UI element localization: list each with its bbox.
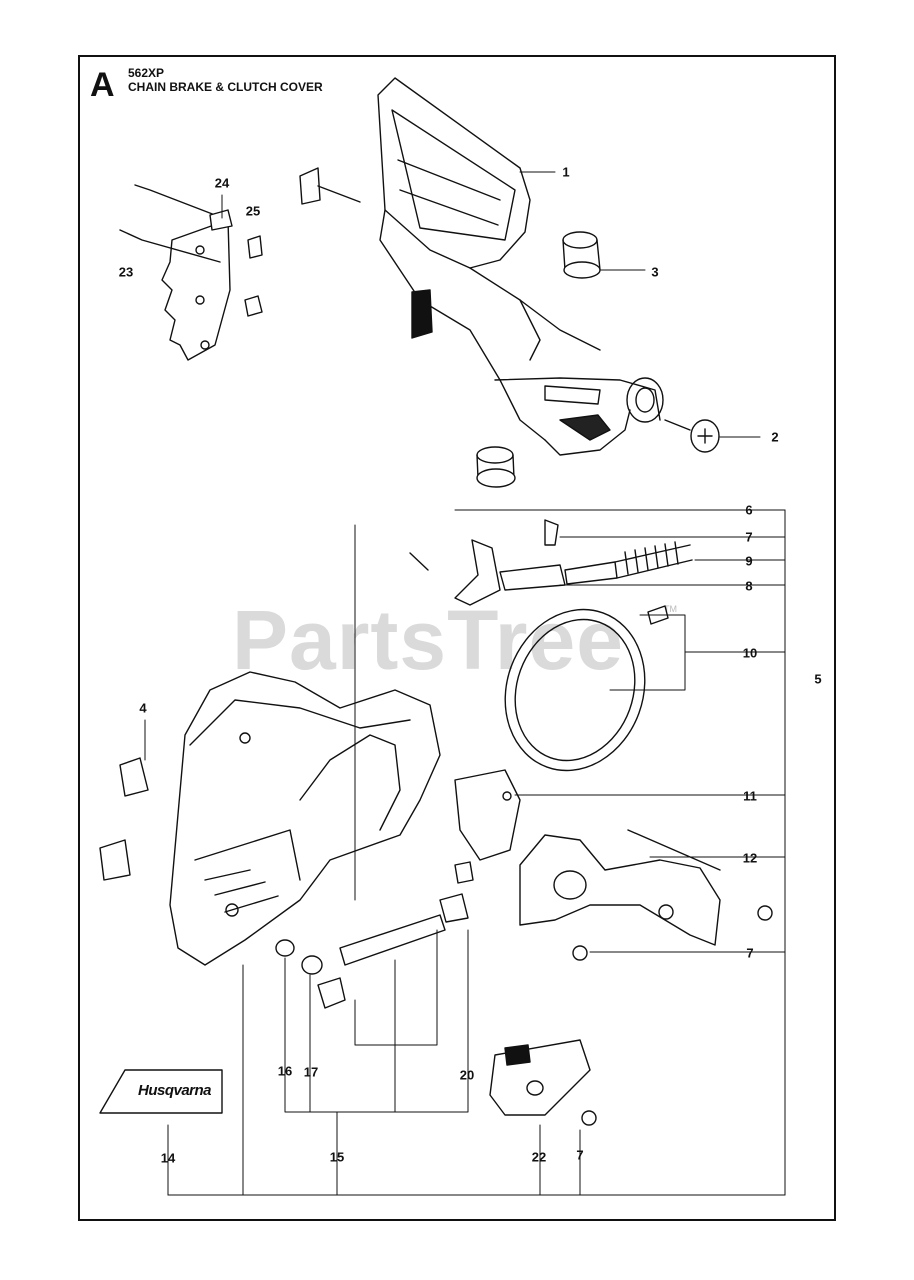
part-bushing-lower: [476, 446, 516, 488]
callout-8[interactable]: 8: [745, 578, 753, 594]
watermark: PartsTree: [232, 593, 624, 687]
part-1-hand-guard: [299, 77, 664, 456]
callout-2[interactable]: 2: [771, 429, 779, 445]
part-14-decal-outline: [99, 1069, 223, 1114]
diagram-frame: [78, 55, 836, 1221]
leader-lines: [144, 171, 786, 1196]
callout-22[interactable]: 22: [531, 1149, 547, 1165]
part-7-screws: [572, 904, 773, 1126]
callout-7-top[interactable]: 7: [745, 529, 753, 545]
callout-3[interactable]: 3: [651, 264, 659, 280]
husqvarna-brand-label: Husqvarna: [138, 1082, 212, 1099]
callout-16[interactable]: 16: [277, 1063, 293, 1079]
callout-9[interactable]: 9: [745, 553, 753, 569]
callout-20[interactable]: 20: [459, 1067, 475, 1083]
callout-24[interactable]: 24: [214, 175, 230, 191]
callout-6[interactable]: 6: [745, 502, 753, 518]
callout-17[interactable]: 17: [303, 1064, 319, 1080]
part-22-guide-plate: [489, 1039, 591, 1116]
callout-25[interactable]: 25: [245, 203, 261, 219]
callout-7-bottom[interactable]: 7: [576, 1147, 584, 1163]
callout-23[interactable]: 23: [118, 264, 134, 280]
watermark-tm: TM: [664, 604, 677, 614]
part-23-24-25-bumper-spike: [119, 184, 263, 361]
callout-4[interactable]: 4: [139, 700, 147, 716]
model-number: 562XP: [128, 66, 165, 80]
diagram-title: CHAIN BRAKE & CLUTCH COVER: [128, 80, 323, 94]
callout-15[interactable]: 15: [329, 1149, 345, 1165]
part-5-clutch-cover: [99, 671, 441, 966]
callout-14[interactable]: 14: [160, 1150, 176, 1166]
part-6-9-brake-lever: [409, 519, 693, 606]
callout-1[interactable]: 1: [562, 164, 570, 180]
callout-12[interactable]: 12: [742, 850, 758, 866]
section-letter: A: [90, 66, 115, 104]
callout-7-middle[interactable]: 7: [746, 945, 754, 961]
callout-11[interactable]: 11: [743, 788, 757, 804]
callout-5[interactable]: 5: [814, 671, 822, 687]
part-16-17-20-stud: [275, 861, 474, 1009]
callout-10[interactable]: 10: [742, 645, 758, 661]
part-3-bushing: [562, 231, 601, 279]
part-12-brake-cover: [519, 829, 721, 946]
part-2-screw: [664, 419, 720, 453]
part-11-brake-block: [454, 769, 521, 861]
